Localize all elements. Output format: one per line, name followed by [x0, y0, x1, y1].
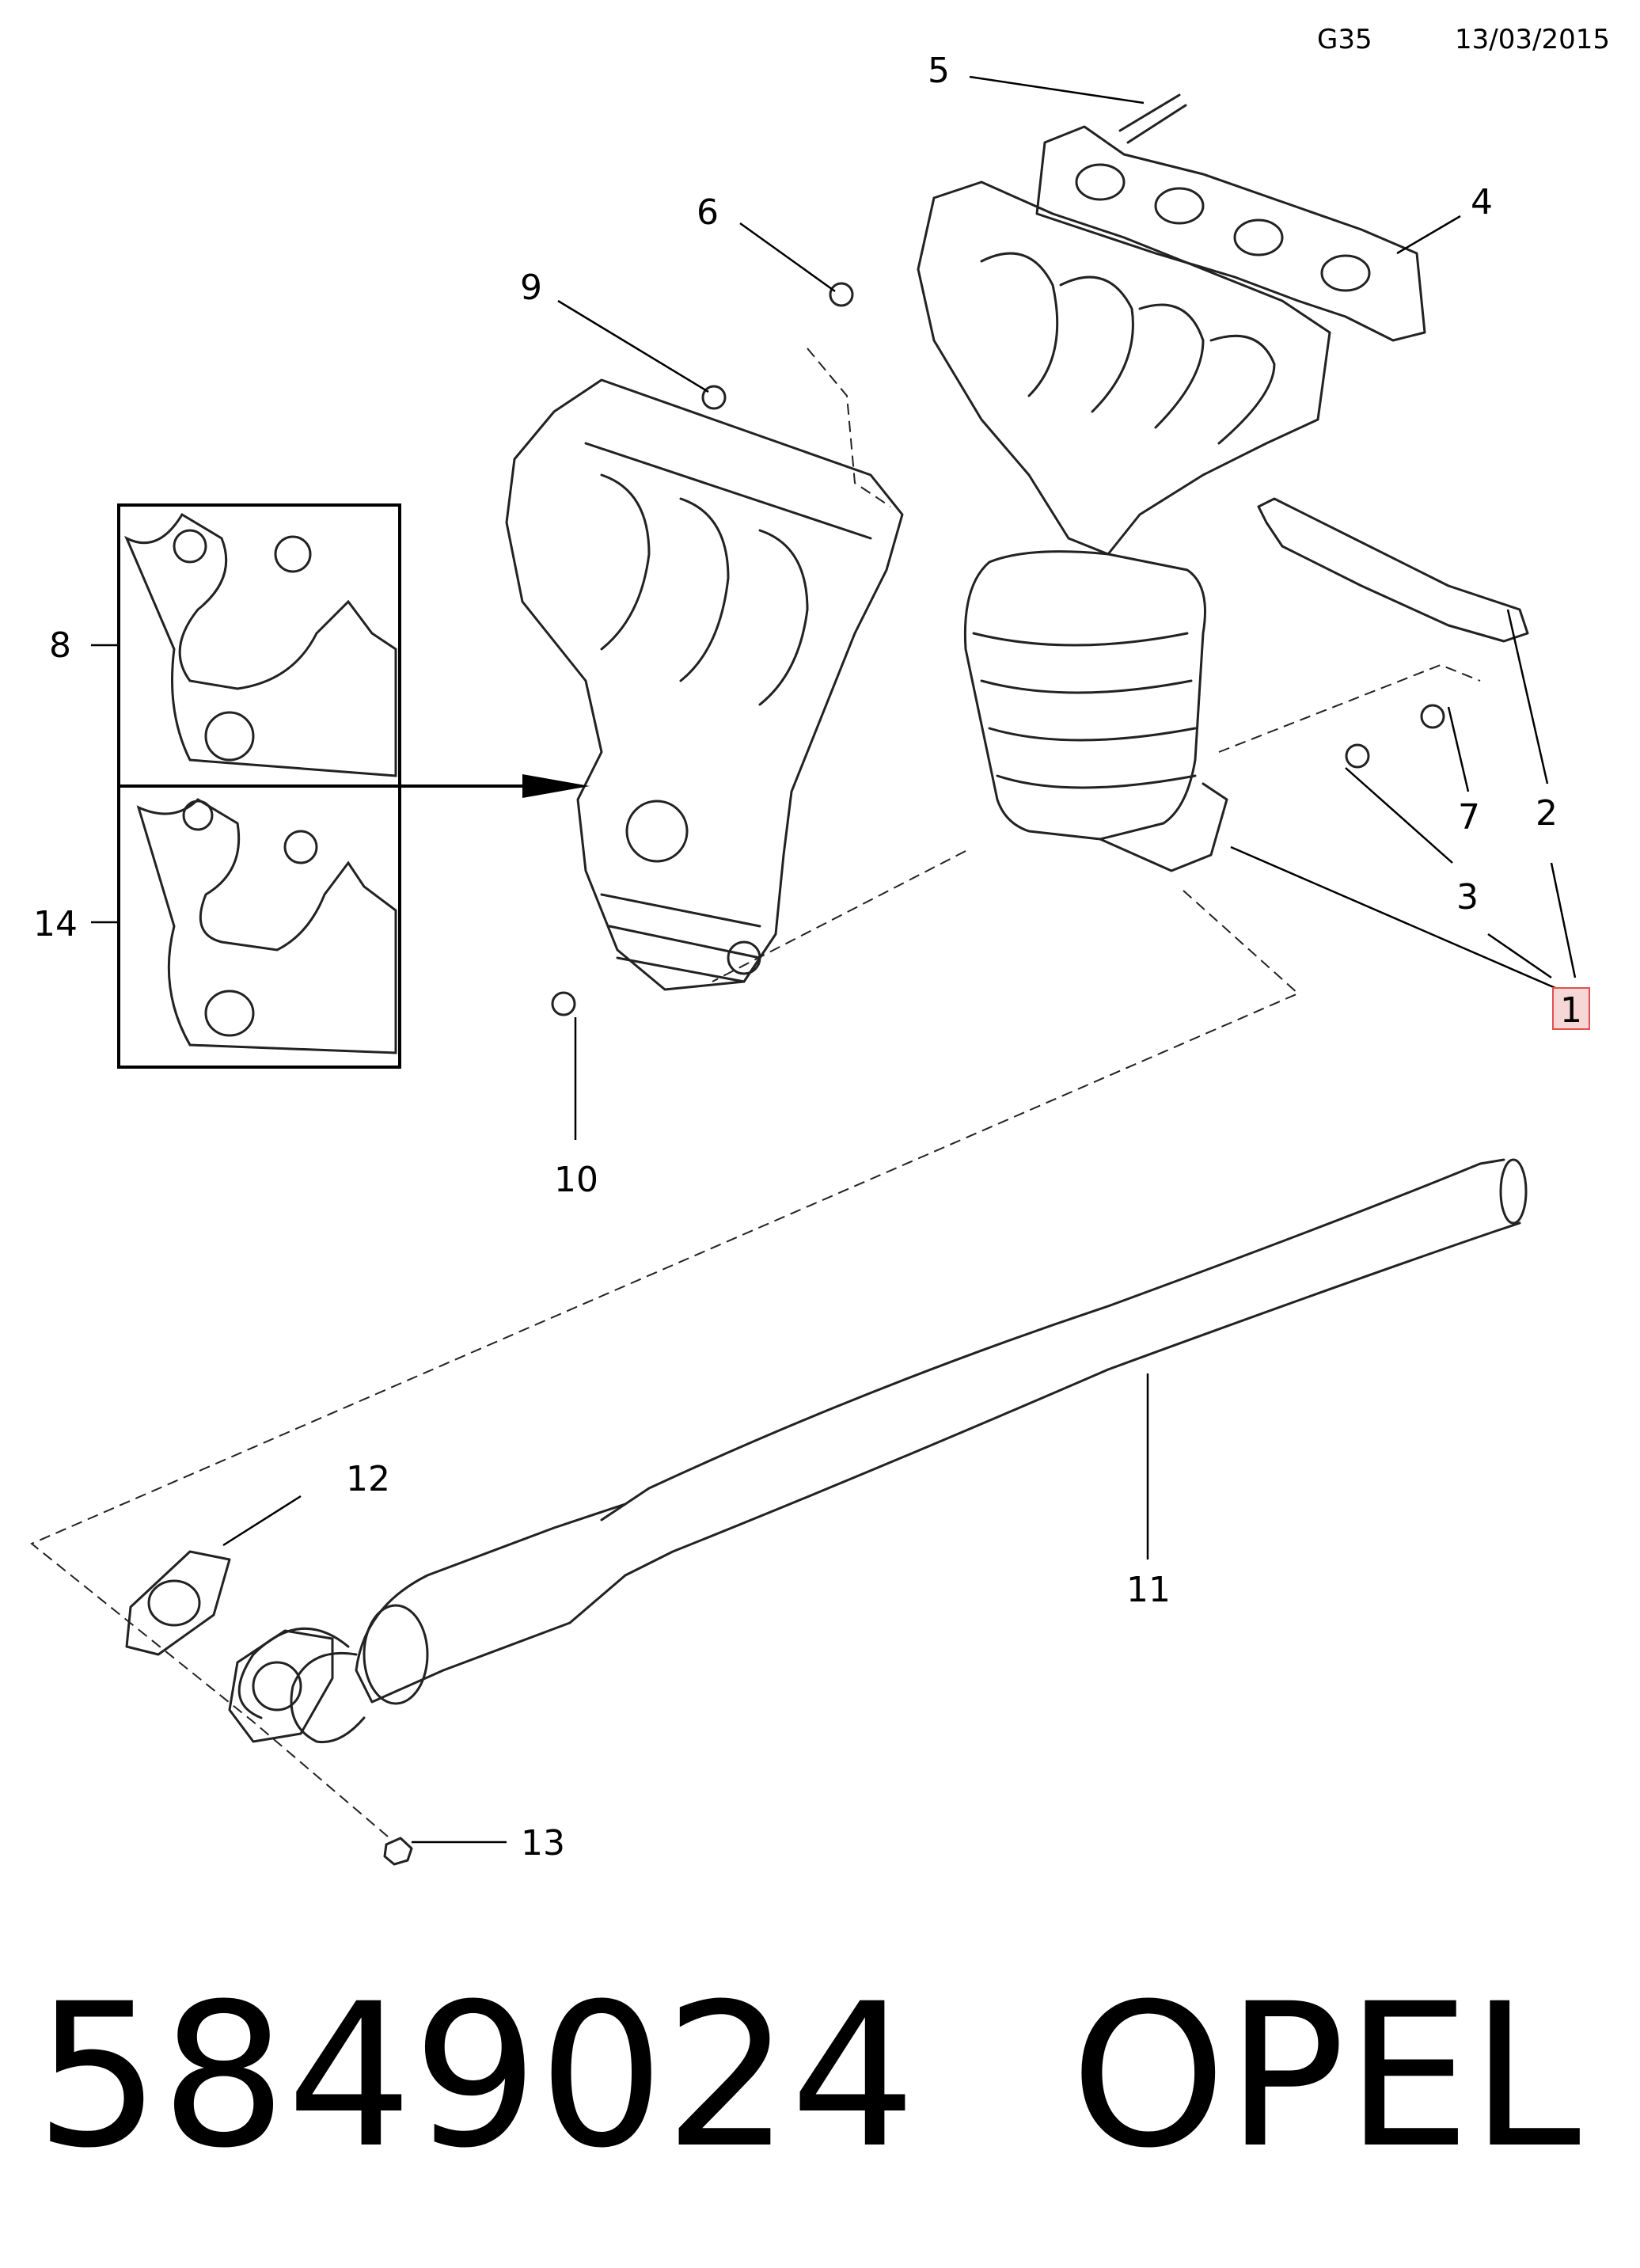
screw-6 — [829, 282, 854, 307]
screw-3 — [1345, 743, 1370, 769]
callout-1-box — [1552, 987, 1590, 1030]
nut-13 — [383, 1837, 413, 1866]
manifold-gasket — [1035, 125, 1426, 342]
callout-13[interactable]: 13 — [521, 1823, 565, 1863]
arrow-icon — [522, 774, 590, 798]
callout-5[interactable]: 5 — [928, 51, 950, 91]
callout-8[interactable]: 8 — [49, 625, 71, 666]
exhaust-manifold — [917, 180, 1331, 556]
detail-box-14 — [117, 784, 401, 1069]
callout-12[interactable]: 12 — [346, 1459, 390, 1499]
diagram-date: 13/03/2015 — [1455, 24, 1610, 55]
callout-2[interactable]: 2 — [1536, 793, 1558, 834]
stud — [1118, 93, 1187, 144]
callout-4[interactable]: 4 — [1471, 182, 1493, 222]
callout-10[interactable]: 10 — [554, 1160, 598, 1200]
part-number: 5849024 — [35, 1961, 917, 2191]
front-pipe — [600, 1158, 1521, 1577]
heat-shield — [505, 378, 904, 991]
callout-3[interactable]: 3 — [1456, 877, 1479, 917]
callout-9[interactable]: 9 — [520, 268, 542, 308]
catalytic-converter — [963, 550, 1206, 841]
screw-7 — [1420, 704, 1445, 729]
callout-14[interactable]: 14 — [33, 904, 78, 944]
callout-11[interactable]: 11 — [1126, 1570, 1171, 1610]
callout-6[interactable]: 6 — [697, 192, 719, 233]
bracket — [1257, 497, 1529, 643]
diagram-code: G35 — [1317, 24, 1372, 55]
screw-10 — [551, 991, 576, 1016]
pipe-flange — [228, 1629, 334, 1743]
callout-7[interactable]: 7 — [1458, 797, 1480, 838]
brand-name: OPEL — [1070, 1961, 1581, 2191]
callout-1[interactable]: 1 — [1560, 990, 1582, 1031]
detail-box-8 — [117, 503, 401, 788]
flange-gasket — [125, 1550, 231, 1656]
screw-9 — [701, 385, 727, 410]
